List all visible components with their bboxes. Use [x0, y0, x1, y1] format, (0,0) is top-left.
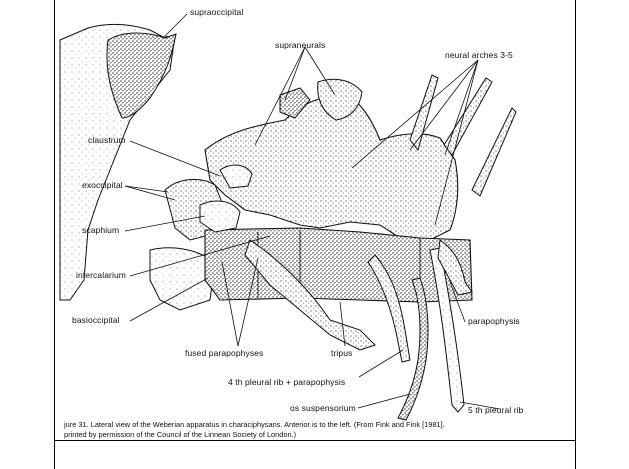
label-os-suspensorium: os suspensorium — [290, 404, 356, 413]
label-scaphium: scaphium — [82, 226, 119, 235]
neural-spine-3 — [472, 108, 516, 196]
label-pleural-rib-4: 4 th pleural rib + parapophysis — [228, 378, 345, 387]
label-fused-parapophyses: fused parapophyses — [185, 349, 263, 358]
label-parapophysis: parapophysis — [468, 317, 520, 326]
caption-line-1: jure 31. Lateral view of the Weberian ap… — [64, 421, 445, 428]
label-supraoccipital: supraoccipital — [190, 8, 243, 17]
label-exoccipital: exoccipital — [82, 181, 123, 190]
caption-line-2: printed by permission of the Council of … — [64, 431, 296, 438]
label-intercalarium: intercalarium — [76, 271, 126, 280]
label-tripus: tripus — [331, 349, 352, 358]
label-supraneurals: supraneurals — [275, 41, 325, 50]
label-claustrum: claustrum — [88, 136, 126, 145]
label-pleural-rib-5: 5 th pleural rib — [468, 406, 523, 415]
label-basioccipital: basioccipital — [72, 316, 120, 325]
vertebral-centra — [205, 228, 472, 302]
label-neural-arches: neural arches 3-5 — [445, 51, 513, 60]
